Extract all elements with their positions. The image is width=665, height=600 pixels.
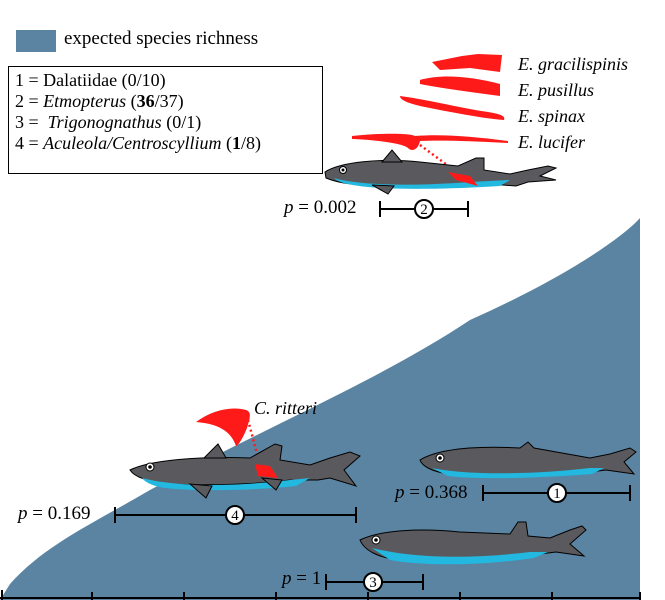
bottom-axis (0, 590, 641, 600)
interval-2-number: 2 (420, 202, 428, 218)
interval-4 (114, 505, 357, 525)
interval-3-number: 3 (369, 575, 377, 591)
p-value-3: p = 1 (282, 568, 322, 589)
legend-swatch (16, 30, 56, 52)
label-c-ritteri: C. ritteri (254, 398, 318, 418)
shark-trigonognathus (359, 521, 587, 565)
key-row: 4 = Aculeola/Centroscyllium (1/8) (15, 133, 261, 153)
p-value-4: p = 0.169 (18, 503, 91, 524)
shark-aculeola (129, 443, 361, 499)
group-key: 1 = Dalatiidae (0/10) 2 = Etmopterus (36… (8, 66, 323, 174)
mark-e-pusillus (420, 76, 500, 96)
interval-4-number: 4 (231, 508, 239, 524)
interval-1 (482, 483, 631, 503)
interval-1-number: 1 (553, 486, 561, 502)
label-e-spinax: E. spinax (518, 106, 585, 126)
mark-e-gracilispinis (432, 54, 502, 72)
mark-e-spinax (400, 96, 505, 120)
shark-etmopterus (324, 149, 558, 195)
key-row: 3 = Trigonognathus (0/1) (15, 112, 202, 132)
label-e-gracilispinis: E. gracilispinis (518, 54, 629, 74)
key-row: 1 = Dalatiidae (0/10) (15, 70, 166, 90)
luminous-marks (196, 54, 508, 446)
shark-dalatiidae (419, 441, 637, 479)
interval-2 (379, 199, 469, 219)
key-row: 2 = Etmopterus (36/37) (15, 91, 184, 111)
label-e-pusillus: E. pusillus (518, 80, 595, 100)
mark-e-lucifer (352, 133, 508, 150)
richness-area (0, 218, 640, 600)
mark-c-ritteri (196, 408, 250, 446)
label-e-lucifer: E. lucifer (518, 132, 585, 152)
connectors (246, 143, 463, 473)
legend-label: expected species richness (64, 28, 259, 49)
p-value-1: p = 0.368 (395, 482, 468, 503)
p-value-2: p = 0.002 (284, 197, 357, 218)
interval-3 (325, 572, 424, 592)
